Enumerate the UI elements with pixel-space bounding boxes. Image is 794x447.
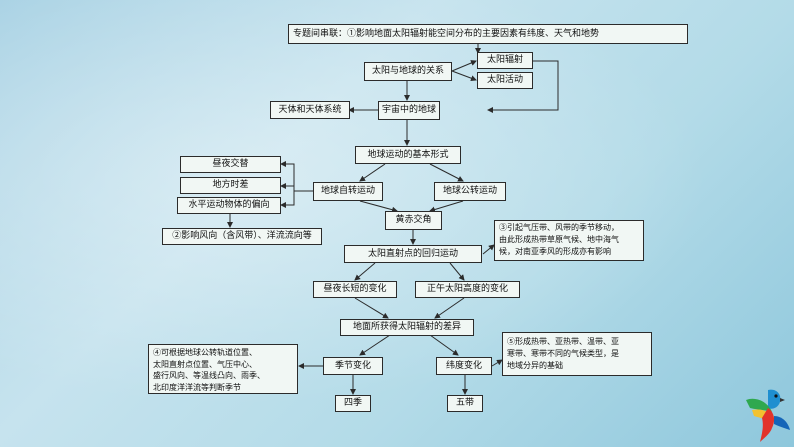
note-5-line: 地域分异的基础 — [507, 361, 563, 370]
note-4-line: 太阳直射点位置、气压中心、 — [153, 359, 257, 369]
note-4-line: ④可根据地球公转轨道位置、 — [153, 348, 257, 357]
edge-daylength-radiationdiff — [354, 297, 389, 319]
theme-note: 专题间串联：①影响地面太阳辐射能空间分布的主要因素有纬度、天气和地势 — [288, 24, 688, 44]
note-4-line: 盛行风向、等温线凸向、雨季、 — [153, 371, 265, 380]
node-sun-activity: 太阳活动 — [477, 72, 533, 89]
node-obliquity: 黄赤交角 — [385, 211, 442, 230]
node-noon-angle-change: 正午太阳高度的变化 — [415, 281, 520, 298]
note-3-line: 候，对南亚季风的形成亦有影响 — [499, 247, 611, 256]
edge-motion-rotation — [359, 163, 386, 182]
edge-subsolar-noon — [449, 262, 465, 281]
node-four-seasons: 四季 — [335, 395, 371, 412]
parrot-icon — [746, 389, 790, 442]
node-day-night: 昼夜交替 — [180, 156, 281, 173]
note-5-line: 寒带、寒带不同的气候类型，是 — [507, 349, 619, 358]
note-3: ③引起气压带、风带的季节移动， 由此形成热带草原气候、地中海气 候，对南亚季风的… — [494, 220, 644, 261]
node-sun-earth-relation: 太阳与地球的关系 — [364, 62, 452, 81]
edge-revolution-obliquity — [429, 200, 464, 213]
edge-relation-radiation — [451, 60, 477, 72]
edge-radiation-universe — [487, 60, 559, 113]
note-3-line: 由此形成热带草原气候、地中海气 — [499, 235, 619, 244]
edge-motion-revolution — [429, 163, 464, 182]
node-radiation-difference: 地面所获得太阳辐射的差异 — [340, 319, 474, 336]
node-rotation: 地球自转运动 — [313, 182, 383, 201]
edge-rotation-obliquity — [359, 200, 398, 213]
node-earth-motion: 地球运动的基本形式 — [355, 146, 461, 164]
note-3-line: ③引起气压带、风带的季节移动， — [499, 223, 619, 232]
node-local-time: 地方时差 — [180, 177, 281, 194]
edge-subsolar-daylength — [354, 262, 376, 281]
edge-rotation-daynight — [280, 161, 313, 192]
node-deflection: 水平运动物体的偏向 — [177, 197, 281, 214]
note-5-line: ⑤形成热带、亚热带、温带、亚 — [507, 337, 619, 346]
edge-latitude-note5 — [491, 359, 503, 367]
edge-relation-activity — [451, 70, 477, 82]
edge-noon-radiationdiff — [434, 297, 465, 319]
node-sun-radiation: 太阳辐射 — [477, 52, 533, 69]
note-5: ⑤形成热带、亚热带、温带、亚 寒带、寒带不同的气候类型，是 地域分异的基础 — [502, 332, 652, 376]
edge-rotation-deflection — [280, 191, 295, 208]
edge-radiationdiff-season — [359, 334, 391, 356]
edge-radiationdiff-latitude — [429, 334, 459, 356]
edge-subsolar-note3 — [482, 244, 495, 255]
note-2: ②影响风向（含风带）、洋流流向等 — [162, 228, 322, 245]
node-celestial-system: 天体和天体系统 — [270, 101, 350, 119]
node-universe-earth: 宇宙中的地球 — [378, 101, 440, 120]
node-subsolar-migration: 太阳直射点的回归运动 — [344, 245, 482, 263]
note-4-line: 北印度洋洋流等判断季节 — [153, 382, 241, 392]
node-season-change: 季节变化 — [323, 357, 383, 375]
node-revolution: 地球公转运动 — [434, 182, 506, 201]
node-day-length-change: 昼夜长短的变化 — [313, 281, 397, 298]
note-4: ④可根据地球公转轨道位置、 太阳直射点位置、气压中心、 盛行风向、等温线凸向、雨… — [148, 344, 298, 394]
node-five-zones: 五带 — [447, 395, 483, 412]
node-latitude-change: 纬度变化 — [436, 357, 492, 375]
